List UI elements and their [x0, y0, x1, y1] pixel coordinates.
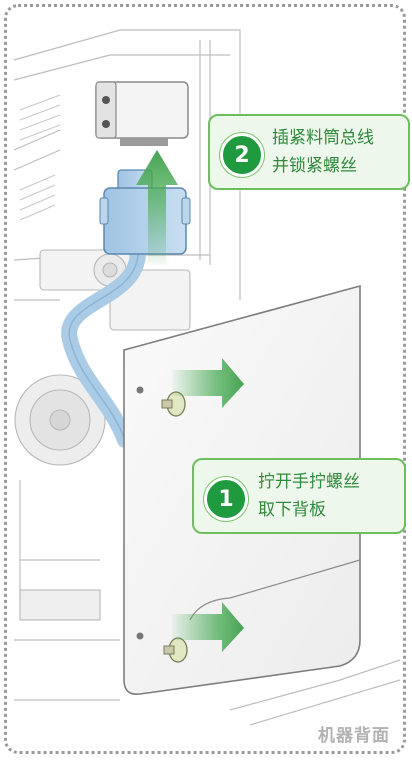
step-2-line2: 并锁紧螺丝: [272, 156, 357, 176]
right-arrow-icon: [172, 358, 244, 408]
step-1-line2: 取下背板: [258, 500, 326, 520]
thumb-screw-top: [161, 391, 186, 417]
step-1-line1: 拧开手拧螺丝: [258, 472, 360, 492]
machine-back-caption: 机器背面: [318, 726, 390, 746]
step-number-badge: 2: [220, 133, 264, 177]
callout-step-1: 1 拧开手拧螺丝 取下背板: [192, 458, 406, 534]
callout-step-2: 2 插紧料筒总线 并锁紧螺丝: [208, 114, 410, 190]
step-2-line1: 插紧料筒总线: [272, 128, 374, 148]
vent-grille: [19, 94, 61, 221]
bus-module: [95, 81, 189, 146]
step-number-badge: 1: [204, 477, 248, 521]
dashed-frame: [4, 4, 406, 754]
right-arrow-icon: [172, 602, 244, 652]
up-arrow-icon: [136, 150, 178, 265]
